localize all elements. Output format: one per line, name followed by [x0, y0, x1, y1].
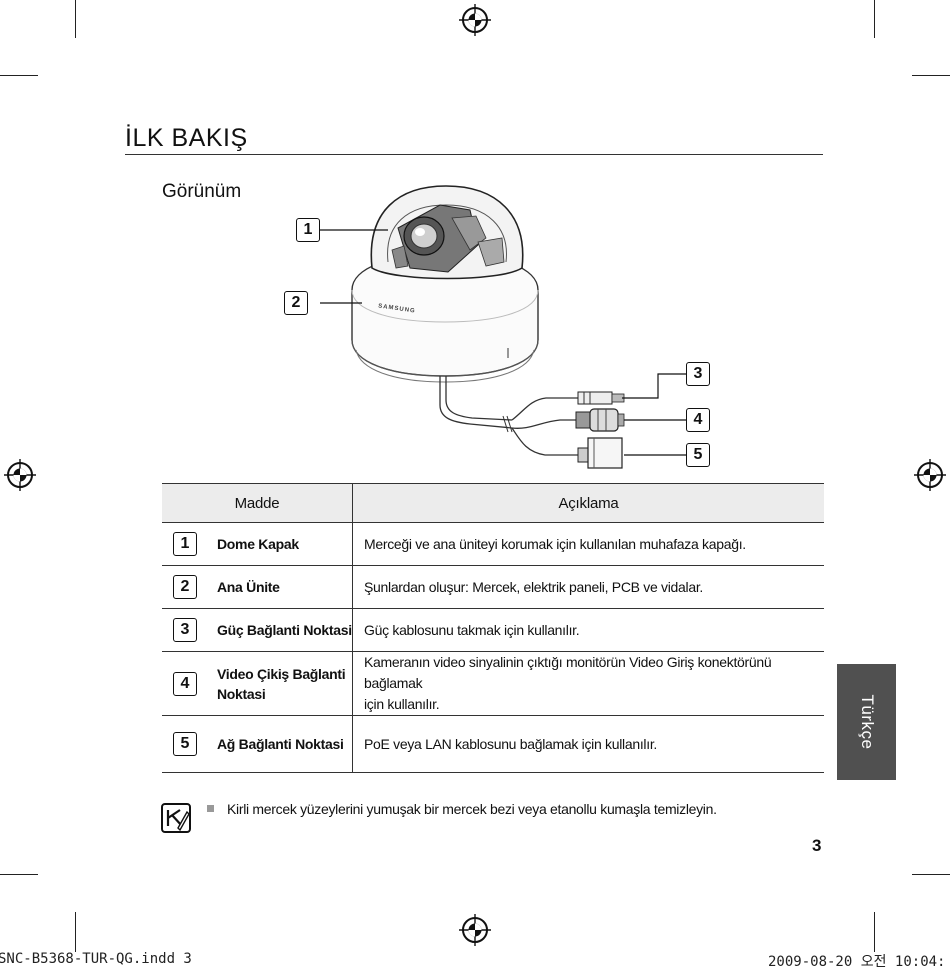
- item-name: Ana Ünite: [217, 579, 280, 595]
- item-number: 5: [173, 732, 197, 756]
- registration-mark-icon: [4, 459, 36, 491]
- power-connector: [577, 391, 625, 405]
- item-cell: 4 Video Çikiş Bağlanti Noktasi: [162, 651, 353, 716]
- item-number: 3: [173, 618, 197, 642]
- title-divider: [125, 154, 823, 155]
- item-name-line: Video Çikiş Bağlanti: [217, 665, 346, 682]
- registration-mark-icon: [914, 459, 946, 491]
- item-name: Ağ Bağlanti Noktasi: [217, 736, 344, 752]
- callout-4: 4: [686, 408, 710, 432]
- slug-timestamp: 2009-08-20 오전 10:04:: [768, 954, 946, 970]
- item-number: 2: [173, 575, 197, 599]
- table-row: 1 Dome Kapak Merceği ve ana üniteyi koru…: [162, 522, 824, 566]
- callout-5: 5: [686, 443, 710, 467]
- section-title: Görünüm: [162, 181, 242, 202]
- parts-table: Madde Açıklama 1 Dome Kapak Merceği ve a…: [162, 483, 824, 773]
- column-header-item: Madde: [162, 483, 353, 523]
- item-cell: 5 Ağ Bağlanti Noktasi: [162, 715, 353, 773]
- callout-leaders: [320, 229, 686, 456]
- table-header-row: Madde Açıklama: [162, 483, 824, 523]
- callout-2: 2: [284, 291, 308, 315]
- note-bullet: [207, 805, 214, 812]
- item-number: 1: [173, 532, 197, 556]
- item-name: Dome Kapak: [217, 536, 299, 552]
- table-row: 5 Ağ Bağlanti Noktasi PoE veya LAN kablo…: [162, 715, 824, 773]
- crop-mark: [0, 874, 38, 875]
- crop-mark: [912, 75, 950, 76]
- registration-mark-icon: [459, 4, 491, 36]
- item-description: Güç kablosunu takmak için kullanılır.: [352, 608, 824, 652]
- note-icon: [161, 803, 191, 833]
- description-line: Kameranın video sinyalinin çıktığı monit…: [364, 654, 772, 691]
- crop-mark: [0, 75, 38, 76]
- item-name: Video Çikiş Bağlanti Noktasi: [217, 664, 346, 704]
- table-row: 2 Ana Ünite Şunlardan oluşur: Mercek, el…: [162, 565, 824, 609]
- item-name: Güç Bağlanti Noktasi: [217, 622, 352, 638]
- description-line: için kullanılır.: [364, 696, 440, 712]
- crop-mark: [75, 912, 76, 952]
- note-text: Kirli mercek yüzeylerini yumuşak bir mer…: [227, 801, 717, 817]
- slug-file-info: SNC-B5368-TUR-QG.indd 3: [0, 951, 192, 967]
- page-title: İLK BAKIŞ: [125, 124, 248, 152]
- crop-mark: [874, 912, 875, 952]
- video-connector: [575, 408, 625, 432]
- item-cell: 1 Dome Kapak: [162, 522, 353, 566]
- camera-diagram: [320, 185, 686, 469]
- language-tab: Türkçe: [837, 664, 896, 780]
- callout-3: 3: [686, 362, 710, 386]
- page-number: 3: [812, 836, 822, 855]
- callout-1: 1: [296, 218, 320, 242]
- camera-cables: [439, 376, 584, 456]
- crop-mark: [912, 874, 950, 875]
- main-unit-body: [351, 253, 539, 383]
- column-header-description: Açıklama: [352, 483, 824, 523]
- item-description: Merceği ve ana üniteyi korumak için kull…: [352, 522, 824, 566]
- item-number: 4: [173, 671, 197, 696]
- item-description: Şunlardan oluşur: Mercek, elektrik panel…: [352, 565, 824, 609]
- item-name-line: Noktasi: [217, 685, 266, 702]
- table-row: 3 Güç Bağlanti Noktasi Güç kablosunu tak…: [162, 608, 824, 652]
- item-cell: 2 Ana Ünite: [162, 565, 353, 609]
- table-row: 4 Video Çikiş Bağlanti Noktasi Kameranın…: [162, 651, 824, 716]
- registration-mark-icon: [459, 914, 491, 946]
- network-connector: [577, 437, 623, 469]
- item-cell: 3 Güç Bağlanti Noktasi: [162, 608, 353, 652]
- crop-mark: [874, 0, 875, 38]
- dome-cover: [370, 185, 524, 280]
- language-tab-label: Türkçe: [857, 694, 877, 750]
- item-description: PoE veya LAN kablosunu bağlamak için kul…: [352, 715, 824, 773]
- item-description: Kameranın video sinyalinin çıktığı monit…: [352, 651, 824, 716]
- crop-mark: [75, 0, 76, 38]
